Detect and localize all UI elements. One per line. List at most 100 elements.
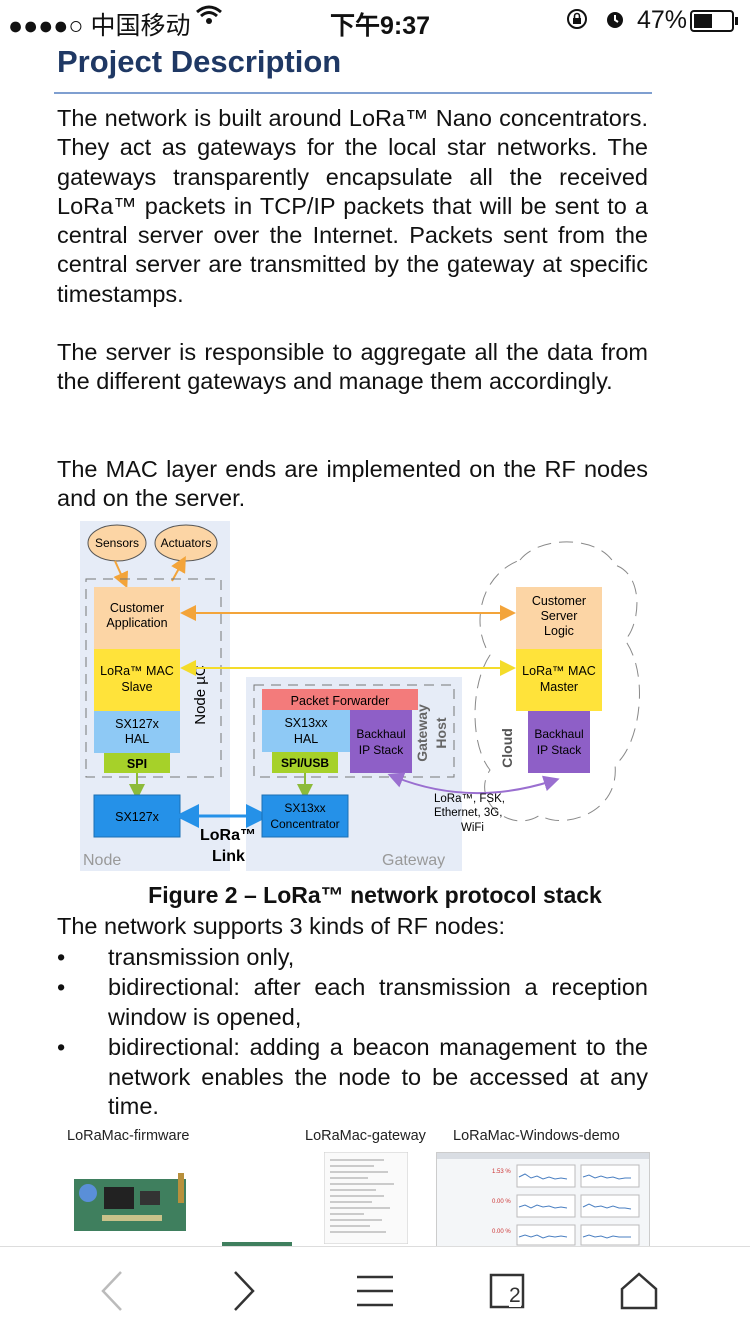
wifi-icon <box>196 4 222 33</box>
demo-value: 0.00 % <box>492 1229 511 1235</box>
transport-label-3: WiFi <box>461 822 484 834</box>
server-logic-label-1: Customer <box>532 594 586 608</box>
list-item-text: bidirectional: adding a beacon managemen… <box>108 1034 648 1119</box>
sx13xx-hal-label-2: HAL <box>294 732 318 746</box>
list-item: • bidirectional: after each transmission… <box>57 973 648 1032</box>
backhaul-server-label-1: Backhaul <box>534 727 583 741</box>
gateway-section-label: Gateway <box>382 852 445 869</box>
bullet-marker: • <box>57 1034 66 1060</box>
alarm-icon <box>604 8 626 37</box>
lora-mac-master-label-1: LoRa™ MAC <box>522 664 596 678</box>
actuators-bubble <box>154 524 218 562</box>
sx127x-chip-label: SX127x <box>115 810 160 824</box>
list-item: • transmission only, <box>57 943 648 973</box>
packet-forwarder-label: Packet Forwarder <box>291 694 390 708</box>
server-logic-label-2: Server <box>541 609 578 623</box>
backhaul-server-label-2: IP Stack <box>537 743 582 757</box>
spi-box <box>104 753 170 773</box>
list-intro: The network supports 3 kinds of RF nodes… <box>57 913 506 939</box>
sensors-label: Sensors <box>95 536 139 550</box>
sx127x-hal-label-2: HAL <box>125 732 149 746</box>
lora-link-label-1: LoRa™ <box>200 827 256 844</box>
battery-label: 47% <box>637 6 688 34</box>
customer-app-box <box>94 587 180 649</box>
firmware-label: LoRaMac-firmware <box>67 1128 190 1144</box>
page-title: Project Description <box>57 44 342 79</box>
rotation-lock-icon <box>566 8 588 37</box>
tabs-count: 2 <box>509 1284 521 1307</box>
status-bar: ●●●●○ 中国移动 下午9:37 47% <box>0 0 750 40</box>
node-uc-label: Node µC <box>192 665 209 725</box>
windows-demo-image: 1.53 % 0.00 % 0.00 % <box>436 1152 650 1248</box>
sx13xx-concentrator-label-2: Concentrator <box>270 817 339 831</box>
spi-usb-box <box>272 752 338 773</box>
chevron-left-icon <box>101 1271 122 1311</box>
tabs-button[interactable]: 2 <box>467 1247 547 1335</box>
tabs-icon <box>489 1273 525 1309</box>
lora-mac-master-label-2: Master <box>540 680 578 694</box>
battery-icon <box>690 10 740 39</box>
lora-link-label-2: Link <box>212 848 245 865</box>
bullet-marker: • <box>57 943 66 970</box>
menu-icon <box>357 1275 393 1307</box>
demo-value: 0.00 % <box>492 1199 511 1205</box>
transport-label-1: LoRa™, FSK, <box>434 793 505 805</box>
clock-label: 下午9:37 <box>330 12 431 40</box>
menu-button[interactable] <box>335 1247 415 1335</box>
lora-mac-slave-label-2: Slave <box>121 680 152 694</box>
sensors-bubble <box>87 524 147 562</box>
node-section-label: Node <box>83 852 121 869</box>
protocol-stack-diagram: Sensors Actuators Customer Application L… <box>80 521 640 871</box>
actuators-arrow <box>171 556 186 582</box>
list-item: • bidirectional: adding a beacon managem… <box>57 1033 648 1122</box>
windows-demo-label: LoRaMac-Windows-demo <box>453 1128 620 1144</box>
backhaul-arrow <box>387 772 560 795</box>
forward-button[interactable] <box>204 1247 284 1335</box>
sx127x-hal-label-1: SX127x <box>115 717 160 731</box>
home-button[interactable] <box>599 1247 679 1335</box>
gateway-host-label-2: Host <box>433 717 449 748</box>
sx13xx-concentrator-label-1: SX13xx <box>284 801 325 815</box>
paragraph-server: The server is responsible to aggregate a… <box>57 339 648 395</box>
customer-app-label-2: Application <box>106 616 167 630</box>
sx13xx-hal-box <box>262 710 350 752</box>
transport-label-2: Ethernet, 3G, <box>434 807 502 819</box>
node-uc-frame <box>85 578 222 778</box>
backhaul-gateway-label-1: Backhaul <box>356 727 405 741</box>
lora-mac-slave-label-1: LoRa™ MAC <box>100 664 174 678</box>
figure-caption: Figure 2 – LoRa™ network protocol stack <box>148 882 602 908</box>
paragraph-network: The network is built around LoRa™ Nano c… <box>57 105 648 307</box>
heading-divider <box>54 92 652 94</box>
firmware-board-image <box>74 1173 186 1231</box>
sx13xx-concentrator-box <box>261 794 349 838</box>
backhaul-gateway-label-2: IP Stack <box>359 743 404 757</box>
packet-forwarder-box <box>262 689 418 710</box>
cloud-label: Cloud <box>499 728 515 768</box>
back-button[interactable] <box>72 1247 152 1335</box>
gateway-log-image <box>324 1152 408 1244</box>
actuators-label: Actuators <box>161 536 212 550</box>
browser-toolbar: 2 <box>0 1246 750 1335</box>
bullet-marker: • <box>57 974 66 1000</box>
gateway-host-label-1: Gateway <box>414 704 430 762</box>
server-logic-box <box>516 587 602 649</box>
spi-usb-label: SPI/USB <box>281 756 329 770</box>
sx13xx-hal-label-1: SX13xx <box>284 716 328 730</box>
gateway-repo-label: LoRaMac-gateway <box>305 1128 426 1144</box>
chevron-right-icon <box>234 1271 255 1311</box>
sx127x-chip-box <box>93 794 181 838</box>
lora-mac-slave-box <box>94 649 180 711</box>
list-item-text: bidirectional: after each transmission a… <box>108 974 648 1030</box>
carrier-label: ●●●●○ 中国移动 <box>8 12 191 40</box>
lora-mac-master-box <box>516 649 602 711</box>
backhaul-server-box <box>528 711 590 773</box>
home-icon <box>620 1272 658 1310</box>
node-types-list: The network supports 3 kinds of RF nodes… <box>57 912 648 1123</box>
customer-app-label-1: Customer <box>110 601 164 615</box>
spi-label: SPI <box>127 757 147 771</box>
sensors-arrow <box>113 560 129 589</box>
demo-value: 1.53 % <box>492 1169 511 1175</box>
list-item-text: transmission only, <box>108 943 295 970</box>
server-logic-label-3: Logic <box>544 624 574 638</box>
backhaul-gateway-box <box>350 710 412 773</box>
